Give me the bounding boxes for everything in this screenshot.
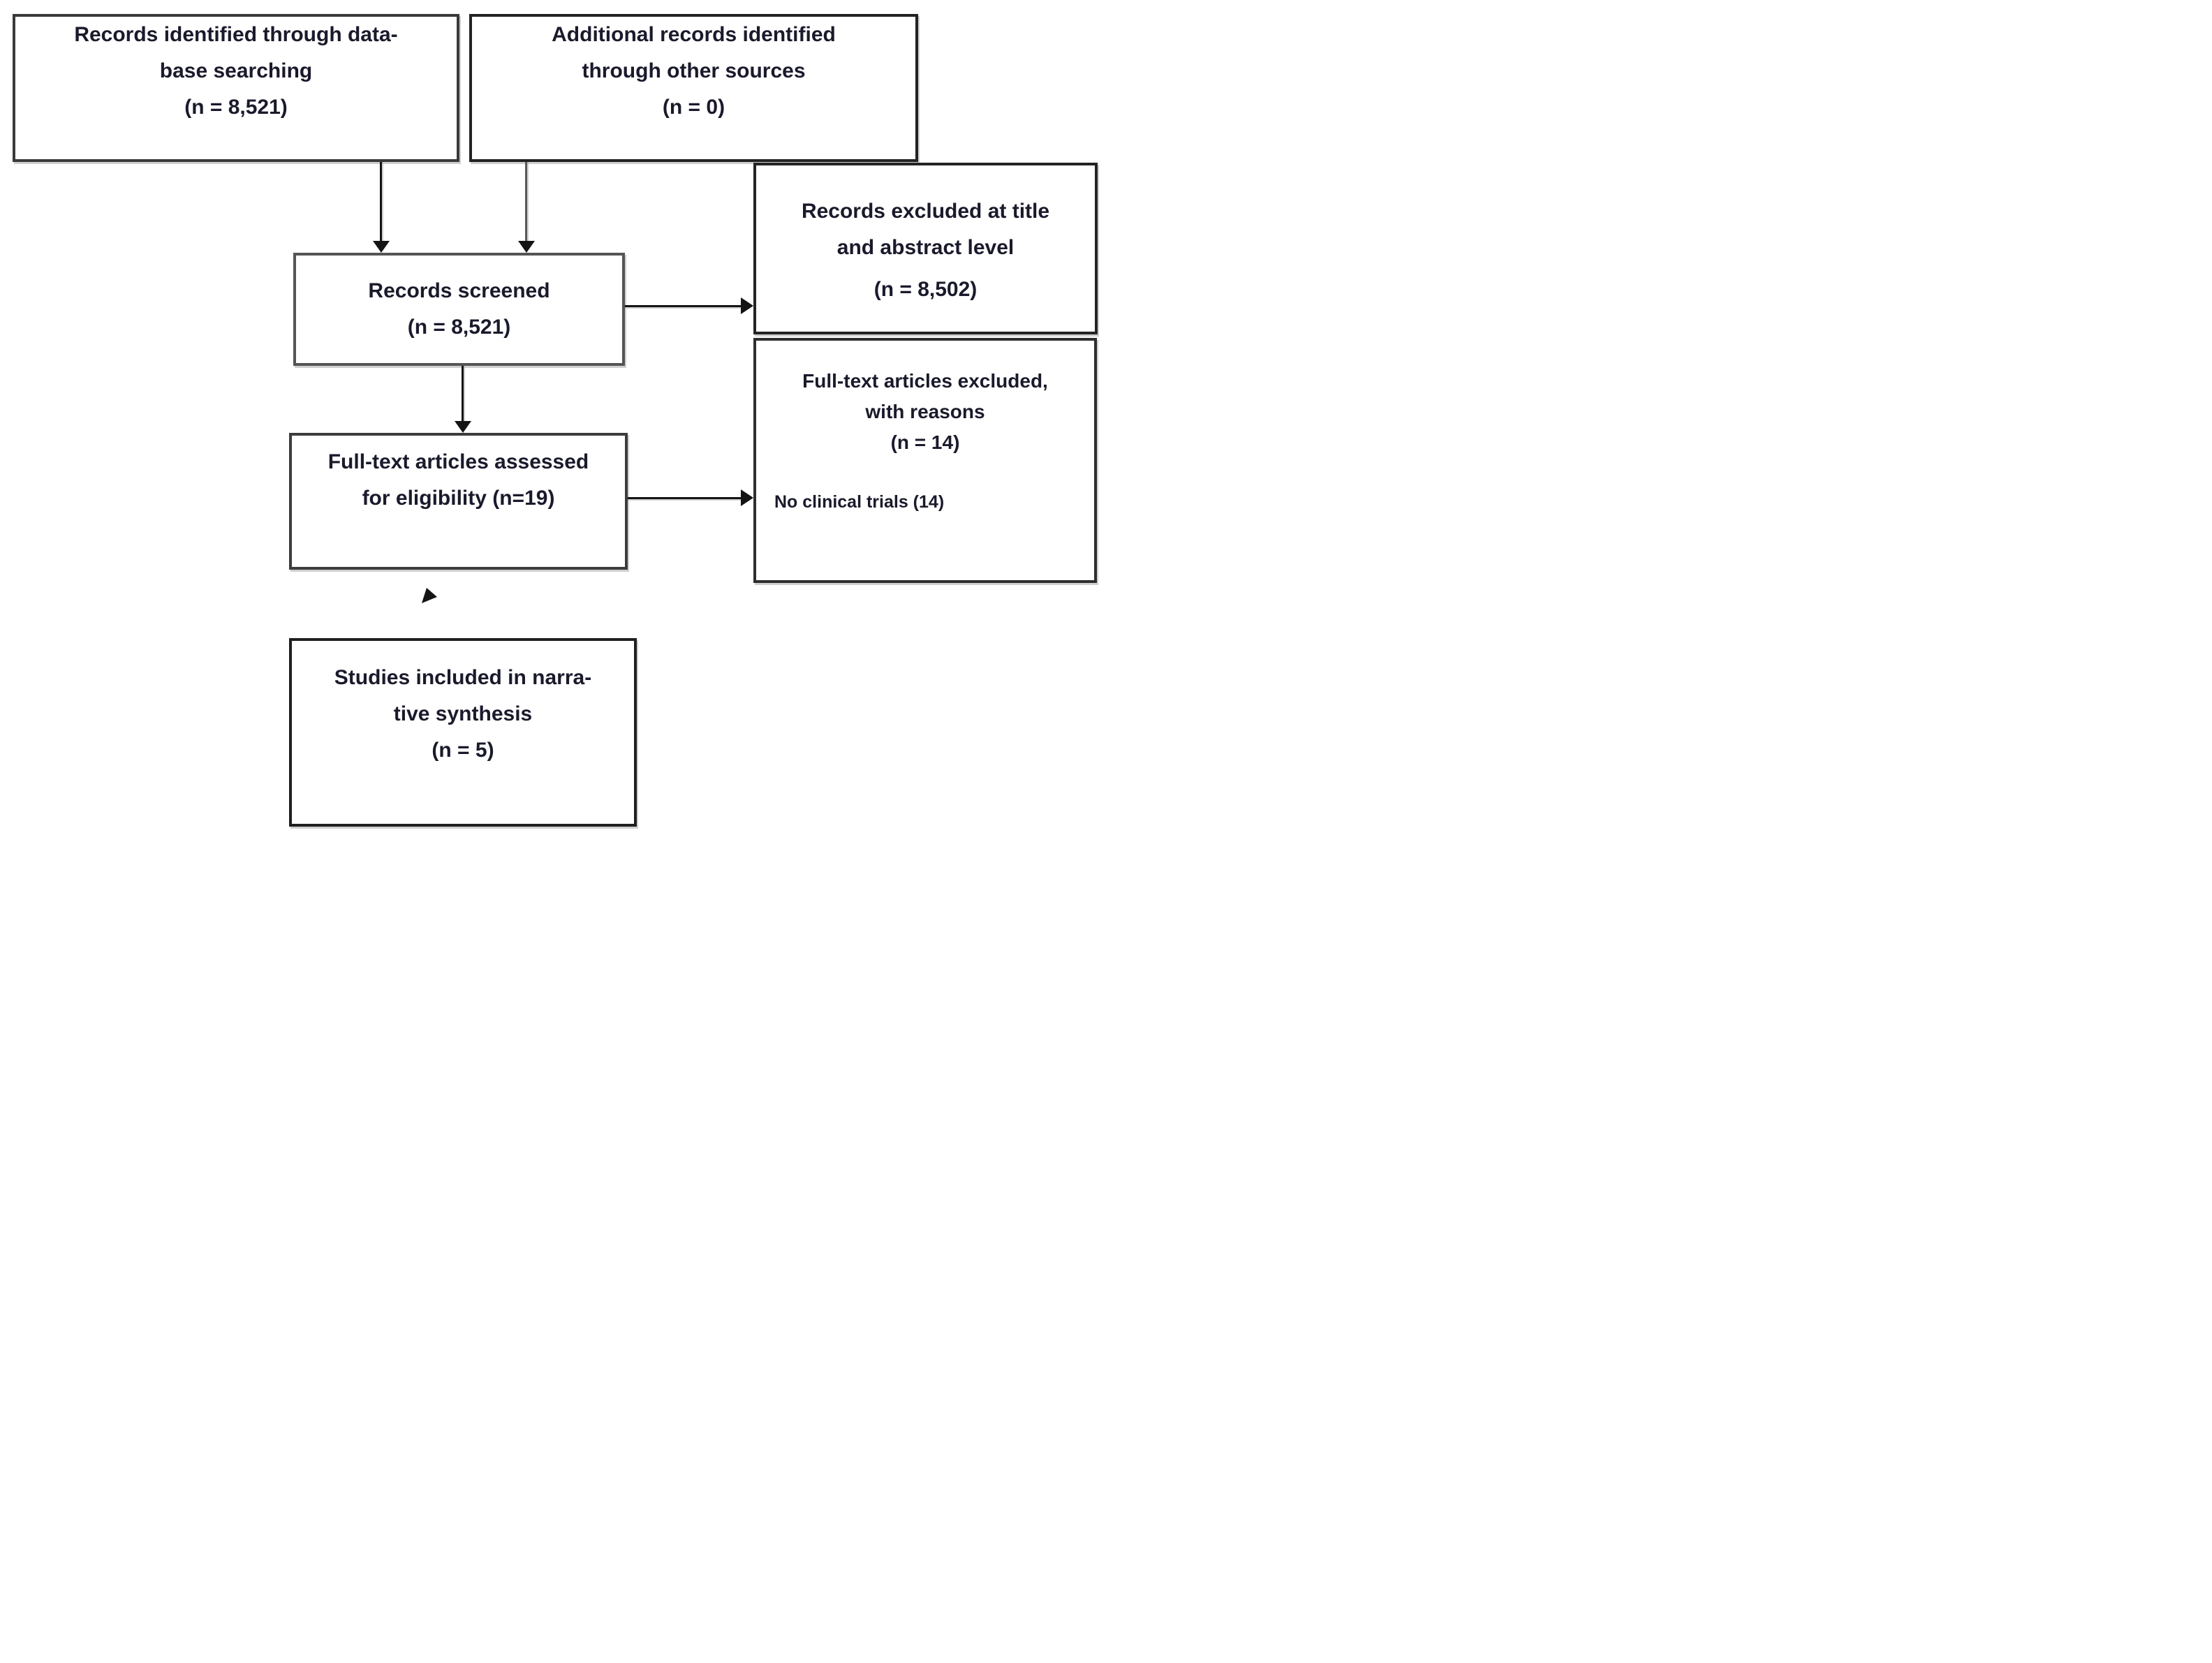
arrowhead-down-icon xyxy=(455,421,471,433)
connector-identified-to-screened xyxy=(380,162,382,243)
box-studies-included: Studies included in narra- tive synthesi… xyxy=(289,638,637,827)
box-text-line: for eligibility (n=19) xyxy=(362,487,555,510)
box-text-line: Full-text articles assessed xyxy=(327,450,589,473)
box-additional-records: Additional records identified through ot… xyxy=(469,14,918,162)
connector-assessed-to-fulltext-excluded xyxy=(628,497,742,499)
box-text-line: Additional records identified xyxy=(552,23,836,46)
box-fulltext-assessed: Full-text articles assessed for eligibil… xyxy=(289,433,628,570)
box-records-screened: Records screened (n = 8,521) xyxy=(293,253,625,366)
box-text-line: base searching xyxy=(159,59,313,82)
box-records-identified: Records identified through data- base se… xyxy=(13,14,459,162)
box-fulltext-excluded: Full-text articles excluded, with reason… xyxy=(753,338,1097,583)
connector-additional-to-screened xyxy=(525,162,527,243)
box-records-excluded: Records excluded at title and abstract l… xyxy=(753,163,1098,334)
arrowhead-down-icon xyxy=(518,241,535,253)
box-count-line: (n = 8,502) xyxy=(873,278,978,301)
box-text-line: Full-text articles excluded, xyxy=(802,370,1048,392)
arrowhead-right-icon xyxy=(741,489,753,506)
box-count-line: (n = 0) xyxy=(662,96,725,119)
box-text-line: with reasons xyxy=(865,401,985,422)
box-text-line: through other sources xyxy=(582,59,806,82)
box-count-line: (n = 8,521) xyxy=(407,316,511,339)
box-count-line: (n = 5) xyxy=(432,739,494,762)
connector-screened-to-assessed xyxy=(462,366,464,423)
box-text-line: Records screened xyxy=(368,279,550,302)
box-count-line: (n = 14) xyxy=(890,431,960,453)
box-text-line: and abstract level xyxy=(836,236,1015,259)
box-text-line: Records excluded at title xyxy=(801,200,1050,223)
box-count-line: (n = 8,521) xyxy=(184,96,288,119)
prisma-flow-diagram: Records identified through data- base se… xyxy=(0,0,1106,831)
connector-screened-to-excluded xyxy=(625,305,742,307)
arrowhead-detached-icon xyxy=(422,588,437,603)
box-text-line: Studies included in narra- xyxy=(334,666,592,689)
box-text-line: Records identified through data- xyxy=(74,23,398,46)
arrowhead-right-icon xyxy=(741,297,753,314)
box-text-line: tive synthesis xyxy=(393,702,533,725)
arrowhead-down-icon xyxy=(373,241,390,253)
exclusion-reason-line: No clinical trials (14) xyxy=(774,492,945,512)
